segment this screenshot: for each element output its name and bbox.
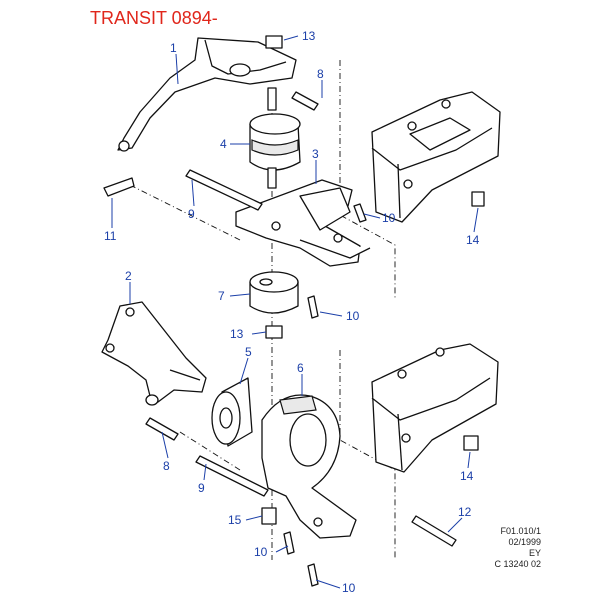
callout-13-upper: 13 — [302, 29, 316, 43]
diagram-title: TRANSIT 0894- — [90, 8, 218, 28]
callout-10-middle: 10 — [346, 309, 360, 323]
callout-10-lower-left: 10 — [254, 545, 268, 559]
reference-initials: EY — [528, 548, 541, 558]
callout-1: 1 — [170, 41, 177, 55]
upper-rubber-mount — [249, 87, 301, 189]
chassis-member-upper — [371, 91, 501, 223]
callout-11: 11 — [104, 229, 117, 243]
callout-10-upper: 10 — [382, 211, 396, 225]
callout-numbers: 1 2 3 4 5 6 7 8 8 9 9 10 10 10 10 11 12 … — [104, 29, 480, 595]
callout-13-lower: 13 — [230, 327, 244, 341]
callout-14-upper: 14 — [466, 233, 480, 247]
callout-10-bottom: 10 — [342, 581, 356, 595]
reference-date: 02/1999 — [508, 537, 541, 547]
drawing-reference: F01.010/1 02/1999 EY C 13240 02 — [455, 526, 541, 570]
lower-rubber-mount — [249, 271, 299, 314]
chassis-member-lower — [371, 343, 499, 473]
callout-8-lower: 8 — [163, 459, 170, 473]
bush — [211, 377, 253, 447]
cross-bracket-plate — [235, 179, 371, 267]
callout-9-upper: 9 — [188, 207, 195, 221]
callout-4: 4 — [220, 137, 227, 151]
upper-arm-bracket — [117, 37, 297, 152]
callout-2: 2 — [125, 269, 132, 283]
callout-9-lower: 9 — [198, 481, 205, 495]
callout-7: 7 — [218, 289, 225, 303]
mount-housing — [261, 394, 357, 539]
reference-code: F01.010/1 — [500, 526, 541, 536]
callout-14-lower: 14 — [460, 469, 474, 483]
callout-12: 12 — [458, 505, 472, 519]
callout-leaders — [111, 35, 479, 589]
rear-bracket — [101, 301, 207, 406]
callout-3: 3 — [312, 147, 319, 161]
callout-8-upper: 8 — [317, 67, 324, 81]
reference-drawing-number: C 13240 02 — [494, 559, 541, 569]
callout-5: 5 — [245, 345, 252, 359]
callout-15: 15 — [228, 513, 242, 527]
fasteners — [103, 35, 485, 587]
callout-6: 6 — [297, 361, 304, 375]
